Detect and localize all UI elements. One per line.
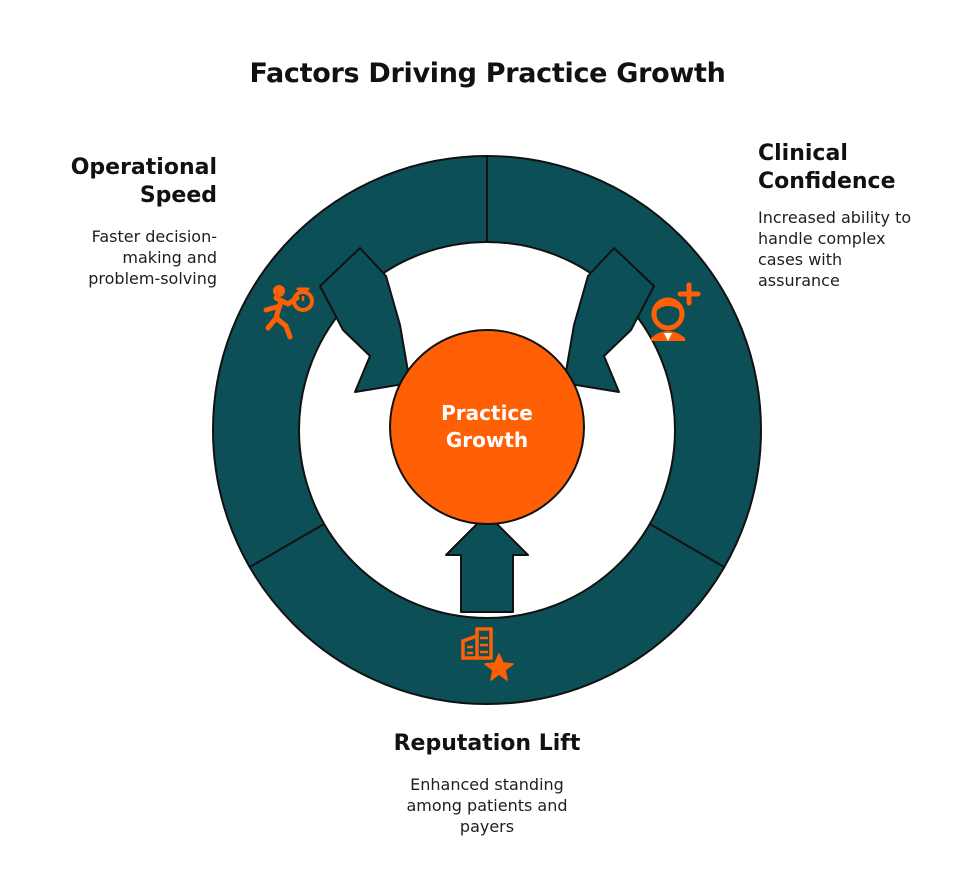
center-label-line1: Practice: [441, 401, 533, 425]
building-star-icon: [461, 627, 514, 681]
diagram-title: Factors Driving Practice Growth: [249, 58, 726, 89]
factor-desc-clinical-confidence: Increased ability to handle complex case…: [758, 207, 958, 291]
heading-line: Speed: [139, 183, 217, 208]
center-circle: [389, 329, 585, 525]
heading-line: Clinical: [758, 141, 848, 166]
desc-line: among patients and: [406, 796, 568, 815]
center-label: Practice Growth: [390, 400, 584, 454]
desc-line: Increased ability to: [758, 208, 912, 227]
ring-divider-right: [649, 523, 725, 568]
factor-desc-reputation-lift: Enhanced standing among patients and pay…: [347, 774, 627, 837]
factor-desc-operational-speed: Faster decision- making and problem-solv…: [40, 226, 217, 289]
desc-line: cases with: [758, 250, 843, 269]
factor-heading-clinical-confidence: Clinical Confidence: [758, 140, 958, 196]
desc-line: assurance: [758, 271, 840, 290]
desc-line: making and: [122, 248, 217, 267]
factor-heading-operational-speed: Operational Speed: [40, 154, 217, 210]
desc-line: Enhanced standing: [410, 775, 564, 794]
factor-heading-reputation-lift: Reputation Lift: [393, 731, 581, 756]
ring-divider-left: [249, 523, 325, 568]
desc-line: Faster decision-: [91, 227, 217, 246]
center-label-line2: Growth: [445, 428, 529, 452]
heading-line: Confidence: [758, 169, 896, 194]
desc-line: problem-solving: [88, 269, 217, 288]
doctor-plus-icon: [651, 282, 701, 341]
running-person-stopwatch-icon: [263, 285, 314, 340]
arrow-reputation-lift: [445, 513, 529, 613]
desc-line: handle complex: [758, 229, 886, 248]
heading-line: Operational: [70, 155, 217, 180]
desc-line: payers: [459, 817, 515, 836]
